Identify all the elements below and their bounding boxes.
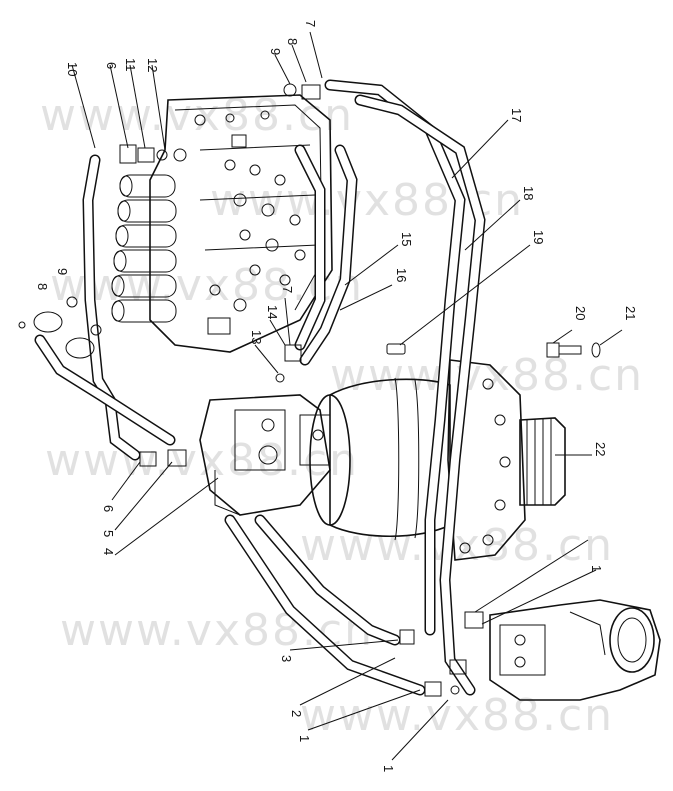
callout-21: 21 [623, 306, 638, 320]
hoses [34, 79, 486, 696]
callout-8: 8 [35, 283, 50, 290]
watermark: www.vx88.cn [50, 260, 364, 311]
watermark: www.vx88.cn [300, 690, 614, 741]
callout-9: 9 [55, 268, 70, 275]
callout-22: 22 [593, 442, 608, 456]
callout-20: 20 [573, 306, 588, 320]
watermark: www.vx88.cn [45, 435, 359, 486]
hydraulic-pump [489, 599, 661, 701]
callout-8: 8 [285, 38, 300, 45]
callout-11: 11 [123, 58, 138, 72]
control-valve [111, 94, 333, 353]
pin-19 [386, 343, 406, 355]
callout-5: 5 [101, 530, 116, 537]
callout-12: 12 [145, 58, 160, 72]
watermark: www.vx88.cn [300, 520, 614, 571]
callout-7: 7 [280, 286, 295, 293]
callout-19: 19 [531, 230, 546, 244]
callout-1: 1 [297, 735, 312, 742]
callout-labels: 10 6 11 12 9 8 7 17 18 19 15 16 7 8 9 14… [35, 20, 638, 772]
callout-2: 2 [289, 710, 304, 717]
solenoid-cylinders [111, 174, 177, 323]
washer-21 [591, 342, 601, 358]
watermark: www.vx88.cn [330, 350, 644, 401]
callout-9: 9 [268, 48, 283, 55]
callout-18: 18 [521, 186, 536, 200]
callout-6: 6 [101, 505, 116, 512]
callout-6: 6 [104, 62, 119, 69]
callout-10: 10 [65, 62, 80, 76]
callout-1: 1 [381, 765, 396, 772]
callout-14: 14 [265, 305, 280, 319]
callout-7: 7 [303, 20, 318, 27]
fittings [18, 83, 484, 697]
callout-1: 1 [589, 565, 604, 572]
callout-15: 15 [399, 232, 414, 246]
callout-13: 13 [249, 330, 264, 344]
leader-lines [71, 31, 623, 761]
callout-17: 17 [509, 108, 524, 122]
callout-4: 4 [101, 548, 116, 555]
port-holes [194, 110, 306, 312]
callout-3: 3 [279, 655, 294, 662]
callout-16: 16 [394, 268, 409, 282]
